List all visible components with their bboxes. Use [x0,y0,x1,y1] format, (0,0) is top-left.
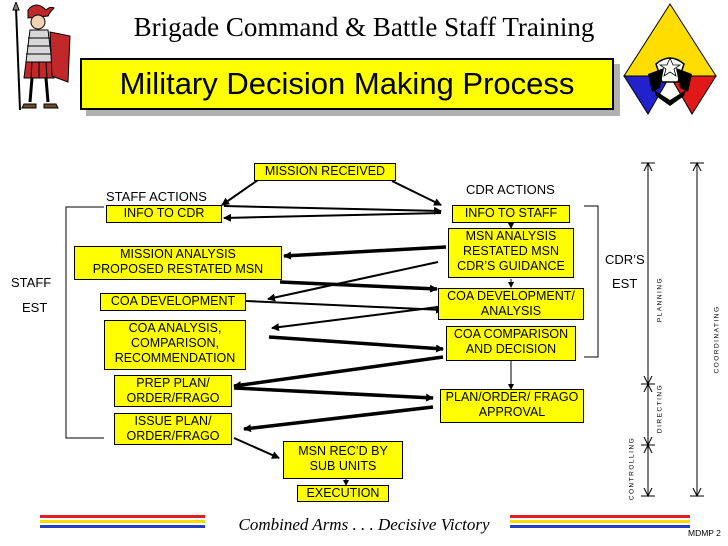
plan-approval-line1: PLAN/ORDER/ FRAGO [445,390,579,404]
msn-recd-box: MSN REC’D BY SUB UNITS [283,441,403,479]
execution-box: EXECUTION [297,485,389,502]
coa-dev-analysis-box: COA DEVELOPMENT/ ANALYSIS [438,288,584,320]
planning-label: PLANNING [656,276,664,323]
mission-analysis-line2: PROPOSED RESTATED MSN [92,262,264,276]
msn-recd-line2: SUB UNITS [309,459,377,473]
page-number: MDMP 2 [688,528,721,538]
staff-actions-label: STAFF ACTIONS [106,189,207,204]
cdr-actions-label: CDR ACTIONS [466,182,555,197]
controlling-label: CONTROLLING [628,436,636,501]
coa-analysis-line1: COA ANALYSIS, [128,321,222,335]
staff-label: STAFF [11,275,52,290]
coa-analysis-line3: RECOMMENDATION [114,351,236,365]
coa-analysis-box: COA ANALYSIS, COMPARISON, RECOMMENDATION [104,320,246,370]
msn-analysis-line3: CDR’S GUIDANCE [457,259,565,273]
main-title: Military Decision Making Process [80,58,614,110]
coa-dev-analysis-line1: COA DEVELOPMENT/ [447,289,575,303]
armor-emblem-icon [623,3,717,115]
prep-plan-box: PREP PLAN/ ORDER/FRAGO [114,375,232,407]
mission-received-box: MISSION RECEIVED [254,163,396,181]
prep-plan-line2: ORDER/FRAGO [126,391,220,405]
coa-comparison-line1: COA COMPARISON [453,327,569,341]
msn-recd-line1: MSN REC’D BY [298,444,388,458]
msn-analysis-line1: MSN ANALYSIS [465,229,557,243]
mission-analysis-box: MISSION ANALYSIS PROPOSED RESTATED MSN [74,246,282,280]
msn-analysis-line2: RESTATED MSN [462,244,560,258]
cdr-est-label: EST [612,276,638,291]
staff-info-to-cdr-box: INFO TO CDR [106,205,222,223]
msn-analysis-box: MSN ANALYSIS RESTATED MSN CDR’S GUIDANCE [448,228,574,278]
plan-approval-line2: APPROVAL [478,405,546,419]
plan-approval-box: PLAN/ORDER/ FRAGO APPROVAL [440,389,584,423]
coa-comparison-box: COA COMPARISON AND DECISION [446,326,576,361]
issue-plan-line2: ORDER/FRAGO [126,429,220,443]
roman-soldier-icon [12,2,71,111]
issue-plan-box: ISSUE PLAN/ ORDER/FRAGO [114,413,232,445]
issue-plan-line1: ISSUE PLAN/ [134,414,212,428]
coa-dev-analysis-line2: ANALYSIS [480,304,542,318]
footer-slogan: Combined Arms . . . Decisive Victory [238,515,490,534]
header-title: Brigade Command & Battle Staff Training [133,12,595,42]
staff-est-label: EST [22,300,48,315]
mission-analysis-line1: MISSION ANALYSIS [120,247,236,261]
coa-development-box: COA DEVELOPMENT [100,293,246,311]
coa-analysis-line2: COMPARISON, [131,336,219,350]
cdr-info-to-staff-box: INFO TO STAFF [452,205,570,223]
cdrs-label: CDR’S [605,252,645,267]
directing-label: DIRECTING [656,383,664,434]
coa-comparison-line2: AND DECISION [465,342,557,356]
prep-plan-line1: PREP PLAN/ [136,376,210,390]
coordinating-label: COORDINATING [713,305,721,374]
